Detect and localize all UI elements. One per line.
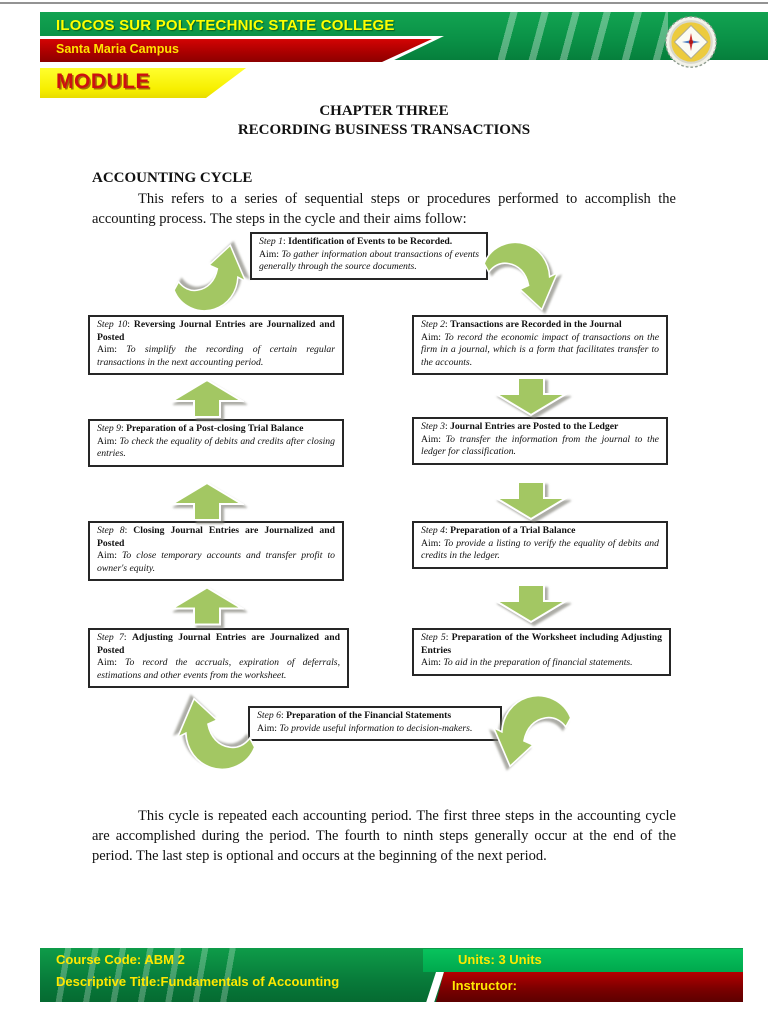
course-code-label: Course Code: ABM 2	[56, 952, 185, 967]
arrow-down-step3-step4-icon	[494, 481, 568, 521]
closing-paragraph: This cycle is repeated each accounting p…	[92, 808, 676, 864]
section-heading: ACCOUNTING CYCLE	[92, 170, 253, 186]
step-5-box: Step 5: Preparation of the Worksheet inc…	[412, 628, 671, 676]
college-seal-icon	[665, 16, 717, 68]
scan-edge-line	[0, 2, 768, 4]
step-3-box: Step 3: Journal Entries are Posted to th…	[412, 417, 668, 465]
descriptive-title-label: Descriptive Title:Fundamentals of Accoun…	[56, 974, 340, 989]
chapter-line1: CHAPTER THREE	[319, 103, 449, 119]
units-label: Units: 3 Units	[458, 952, 542, 967]
module-yellow-banner	[40, 68, 246, 98]
step-7-box: Step 7: Adjusting Journal Entries are Jo…	[88, 628, 349, 689]
footer-red-banner	[436, 972, 743, 1002]
step-10-box: Step 10: Reversing Journal Entries are J…	[88, 315, 344, 376]
campus-red-banner	[40, 39, 432, 62]
arrow-down-step4-step5-icon	[494, 584, 568, 624]
instructor-label: Instructor:	[452, 978, 517, 993]
step-9-box: Step 9: Preparation of a Post-closing Tr…	[88, 419, 344, 467]
chapter-line2: RECORDING BUSINESS TRANSACTIONS	[237, 122, 531, 138]
step-1-box: Step 1: Identification of Events to be R…	[250, 232, 488, 280]
step-8-box: Step 8: Closing Journal Entries are Jour…	[88, 521, 344, 582]
step-4-box: Step 4: Preparation of a Trial Balance A…	[412, 521, 668, 569]
footer-stripes-decoration	[55, 948, 245, 1002]
chapter-title: CHAPTER THREE RECORDING BUSINESS TRANSAC…	[0, 102, 768, 140]
curved-arrow-step1-step2-icon	[483, 241, 559, 311]
college-name: ILOCOS SUR POLYTECHNIC STATE COLLEGE	[56, 17, 395, 34]
step-6-box: Step 6: Preparation of the Financial Sta…	[248, 706, 502, 742]
module-label: MODULE	[56, 70, 150, 93]
curved-arrow-step6-step7-icon	[176, 697, 256, 771]
arrow-up-step7-step8-icon	[170, 586, 244, 626]
arrow-down-step2-step3-icon	[494, 377, 568, 417]
campus-name: Santa Maria Campus	[56, 42, 179, 56]
curved-arrow-step10-step1-icon	[173, 244, 247, 312]
intro-paragraph: This refers to a series of sequential st…	[92, 191, 676, 227]
footer-units-band	[423, 949, 743, 972]
curved-arrow-step5-step6-icon	[492, 694, 572, 768]
banner-stripes-decoration	[498, 12, 668, 60]
arrow-up-step8-step9-icon	[170, 481, 244, 521]
arrow-up-step9-step10-icon	[170, 378, 244, 418]
step-2-box: Step 2: Transactions are Recorded in the…	[412, 315, 668, 376]
